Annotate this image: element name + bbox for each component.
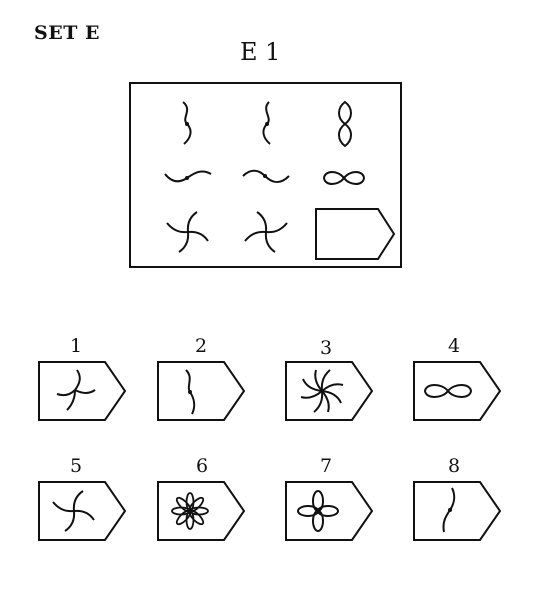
matrix-cell-four-arm-pinwheel-mirrored xyxy=(231,204,301,260)
matrix-cell-vertical-s-curve-mirrored xyxy=(231,94,301,150)
option-8[interactable] xyxy=(412,480,504,542)
matrix-cell-vertical-figure-eight xyxy=(309,94,379,150)
option-number-8: 8 xyxy=(447,455,461,477)
matrix-cell-four-arm-pinwheel xyxy=(153,204,223,260)
matrix-cell-horizontal-s-curve-mirrored xyxy=(231,150,301,206)
option-number-5: 5 xyxy=(69,455,83,477)
problem-matrix xyxy=(129,82,402,268)
option-number-6: 6 xyxy=(195,455,209,477)
matrix-cell-horizontal-s-curve xyxy=(153,150,223,206)
matrix-cell-vertical-s-curve xyxy=(153,94,223,150)
option-number-3: 3 xyxy=(319,337,333,359)
option-3[interactable] xyxy=(284,360,376,422)
matrix-blank-answer-slot xyxy=(314,207,398,265)
matrix-cell-horizontal-figure-eight xyxy=(309,150,379,206)
option-5[interactable] xyxy=(37,480,129,542)
option-1[interactable] xyxy=(37,360,129,422)
option-number-4: 4 xyxy=(447,335,461,357)
item-title: E 1 xyxy=(240,38,281,66)
set-label: SET E xyxy=(34,22,100,44)
option-number-1: 1 xyxy=(69,335,83,357)
option-number-2: 2 xyxy=(194,335,208,357)
option-7[interactable] xyxy=(284,480,376,542)
option-4[interactable] xyxy=(412,360,504,422)
option-2[interactable] xyxy=(156,360,248,422)
option-number-7: 7 xyxy=(319,455,333,477)
option-6[interactable] xyxy=(156,480,248,542)
